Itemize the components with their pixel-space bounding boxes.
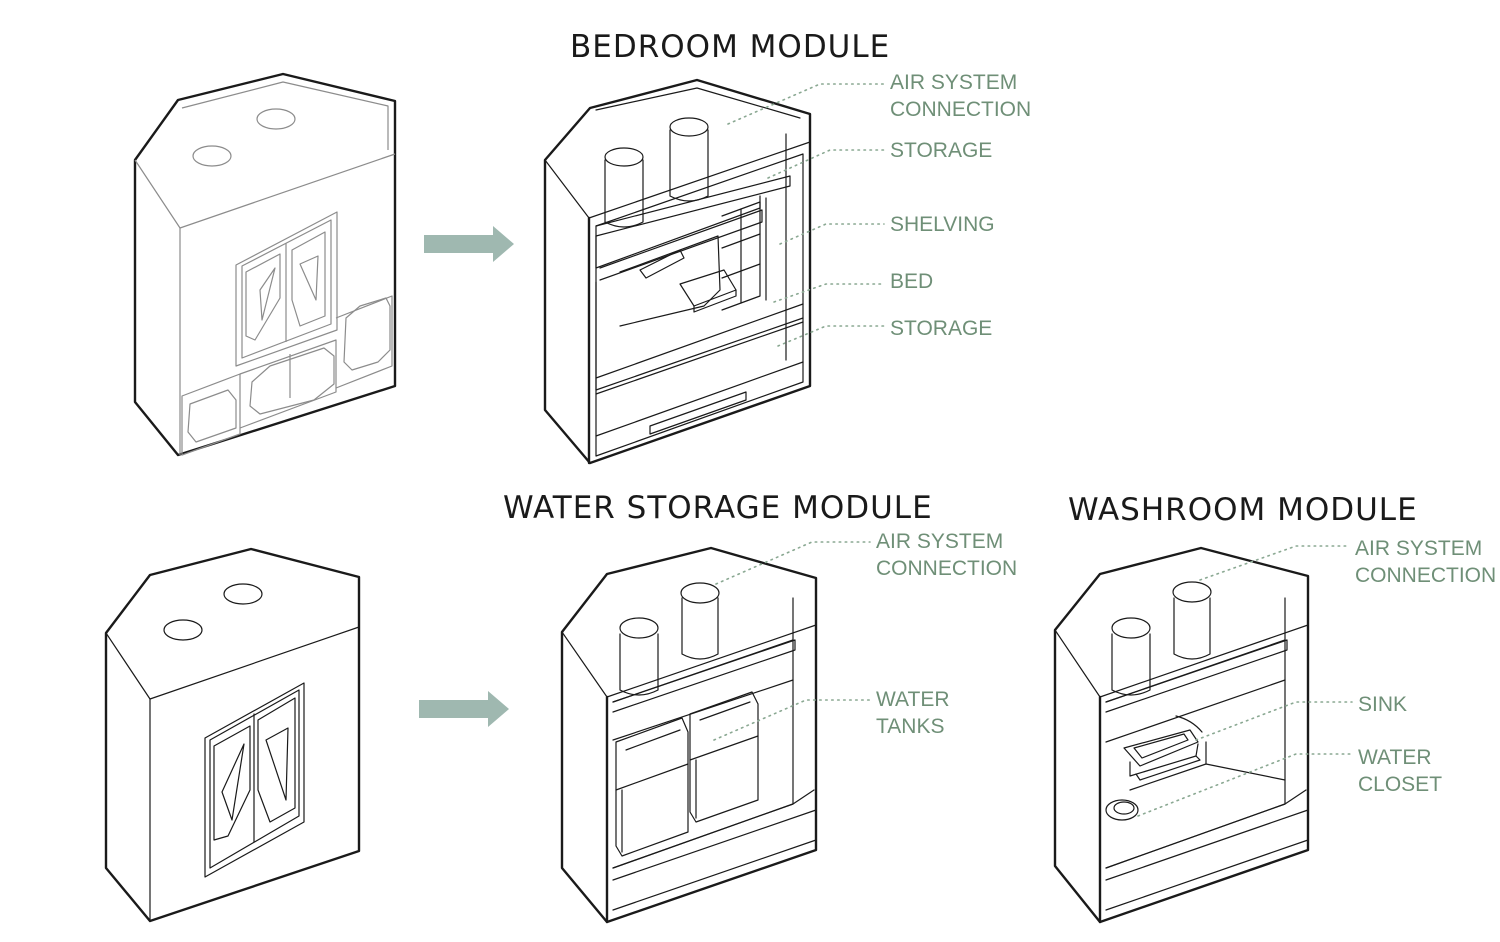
leader-bed: [773, 283, 885, 303]
arrow-bedroom: [424, 226, 514, 262]
label-air-system-bedroom: AIR SYSTEM: [890, 71, 1017, 94]
leader-shelving: [779, 223, 885, 245]
label-shelving: SHELVING: [890, 213, 995, 236]
washroom-module-title: WASHROOM MODULE: [1068, 492, 1418, 528]
label-sink: SINK: [1358, 693, 1407, 716]
label-air-system-washroom: AIR SYSTEM: [1355, 537, 1482, 560]
label-connection-washroom: CONNECTION: [1355, 564, 1496, 587]
arrow-water-storage: [419, 691, 509, 727]
water-storage-module-title: WATER STORAGE MODULE: [503, 490, 933, 526]
water-storage-module-open: [560, 546, 818, 924]
label-air-system-water: AIR SYSTEM: [876, 530, 1003, 553]
label-storage-bottom: STORAGE: [890, 317, 992, 340]
label-water-tanks-1: WATER: [876, 688, 950, 711]
leader-water-closet: [1137, 753, 1353, 817]
label-water-closet-1: WATER: [1358, 746, 1432, 769]
leader-storage-top: [767, 149, 885, 179]
leader-sink: [1195, 701, 1353, 741]
label-connection-water: CONNECTION: [876, 557, 1017, 580]
closed-module-bedroom: [133, 72, 397, 457]
label-connection-bedroom: CONNECTION: [890, 98, 1031, 121]
washroom-module-open: [1053, 546, 1310, 924]
label-water-closet-2: CLOSET: [1358, 773, 1442, 796]
label-storage-top: STORAGE: [890, 139, 992, 162]
label-water-tanks-2: TANKS: [876, 715, 944, 738]
bedroom-module-title: BEDROOM MODULE: [570, 29, 890, 65]
label-bed: BED: [890, 270, 933, 293]
bedroom-module-open: [543, 78, 812, 465]
closed-module-water: [104, 547, 361, 923]
leader-air-water: [715, 541, 871, 585]
leader-air-washroom: [1199, 545, 1351, 581]
leader-storage-bottom: [777, 325, 885, 347]
